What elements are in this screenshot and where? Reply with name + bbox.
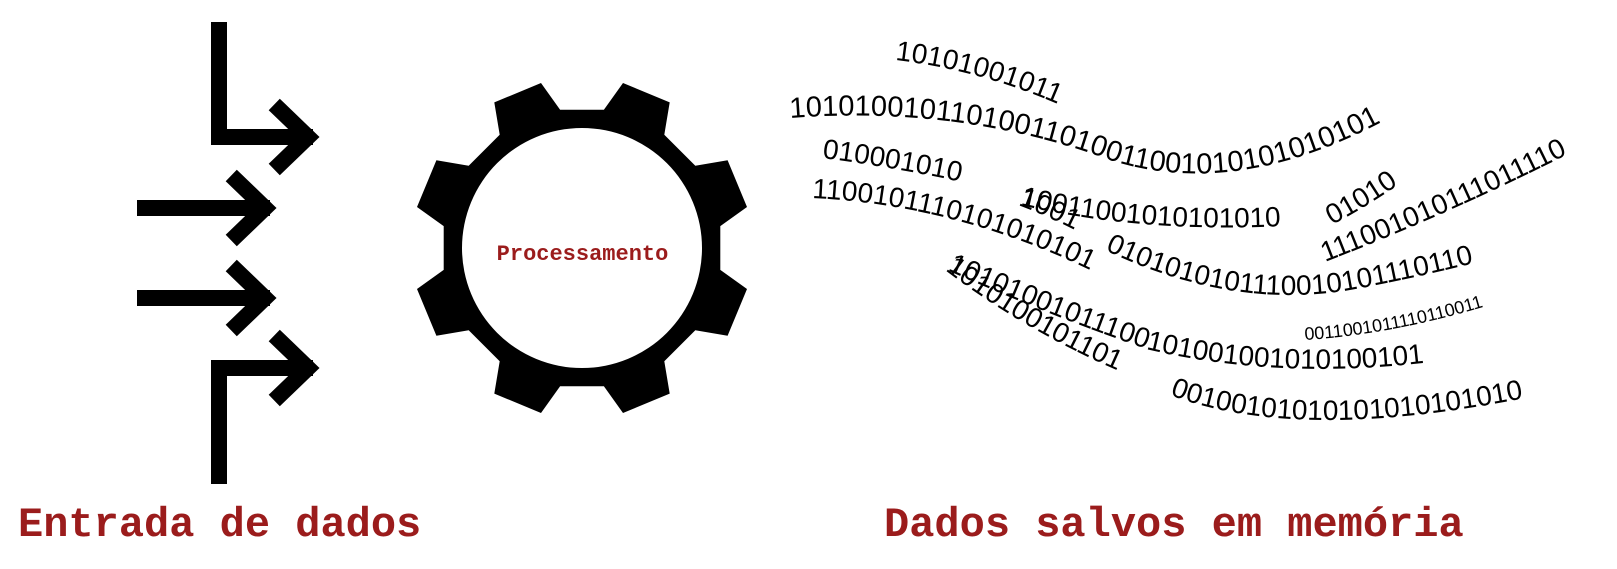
binary-string: 0011001011110110011 [1304, 292, 1485, 345]
input-arrows [137, 22, 320, 484]
memory-caption: Dados salvos em memória [884, 501, 1464, 549]
input-arrow-icon [211, 329, 320, 484]
input-arrow-icon [137, 259, 277, 337]
input-arrow-icon [211, 22, 320, 176]
binary-string: 010001010 [821, 133, 965, 187]
input-arrow-icon [137, 169, 277, 247]
process-label: Processamento [496, 242, 669, 267]
input-caption: Entrada de dados [18, 501, 422, 549]
binary-string: 00100101010101010101010 [1168, 371, 1525, 426]
binary-string: 0101010101110010101110110 [1103, 227, 1476, 301]
